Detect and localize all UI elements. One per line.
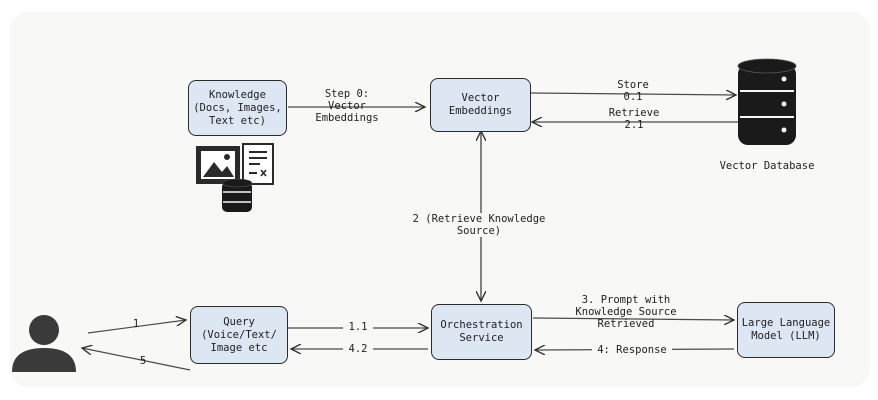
user-to-query-label: 1 — [132, 318, 140, 330]
llm-node: Large Language Model (LLM) — [737, 302, 835, 358]
person-icon — [12, 315, 76, 372]
prompt-label: 3. Prompt with Knowledge Source Retrieve… — [575, 294, 677, 330]
knowledge-node: Knowledge (Docs, Images, Text etc) — [188, 80, 287, 136]
arrow-store — [530, 93, 736, 95]
arrow-prompt — [532, 318, 734, 320]
image-document-database-icon — [196, 143, 274, 212]
step0-label: Step 0: Vector Embeddings — [315, 88, 379, 124]
query-to-user-label: 5 — [139, 355, 147, 367]
store-label: Store 0.1 — [617, 79, 649, 103]
arrow-query-to-user — [82, 348, 191, 371]
retrieve-knowledge-label: 2 (Retrieve Knowledge Source) — [404, 213, 554, 237]
retrieve-label: Retrieve 2.1 — [608, 107, 660, 131]
vector-embeddings-node: Vector Embeddings — [430, 78, 531, 132]
query-node: Query (Voice/Text/ Image etc — [190, 306, 288, 364]
response-label: 4: Response — [592, 344, 672, 356]
vector-database-label: Vector Database — [719, 160, 815, 172]
orchestration-node: Orchestration Service — [431, 304, 532, 360]
arrow-user-to-query — [87, 320, 186, 334]
orch-to-query-label: 4.2 — [343, 343, 373, 355]
database-icon — [737, 58, 797, 145]
query-to-orch-label: 1.1 — [343, 321, 373, 333]
